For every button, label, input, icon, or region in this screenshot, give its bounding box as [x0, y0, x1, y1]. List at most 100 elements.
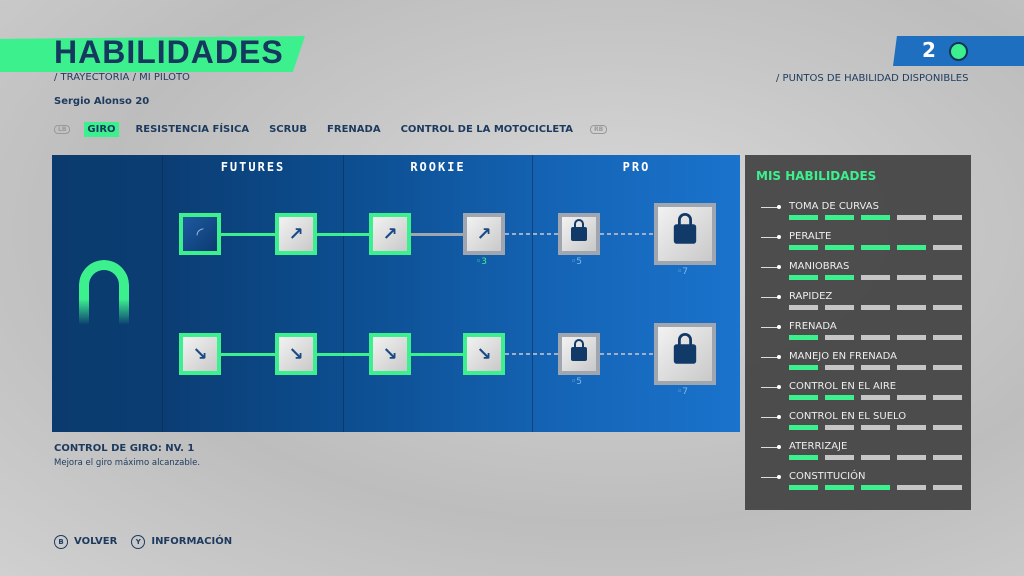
column-rookie: ROOKIE	[343, 155, 532, 432]
stat-level	[789, 485, 962, 490]
skill-node-unlocked[interactable]: ↘	[275, 333, 317, 375]
lock-icon	[673, 212, 697, 244]
footer-controls: B VOLVER Y INFORMACIÓN	[54, 535, 232, 549]
lb-button-icon[interactable]: LB	[54, 125, 71, 134]
pin-icon	[761, 445, 781, 449]
level-segment	[825, 275, 854, 280]
level-segment	[825, 485, 854, 490]
tab-resistencia-fisica[interactable]: RESISTENCIA FÍSICA	[135, 124, 250, 135]
skill-stat: CONTROL EN EL AIRE	[745, 381, 971, 411]
tab-scrub[interactable]: SCRUB	[269, 124, 308, 135]
level-segment	[933, 485, 962, 490]
turn-category-icon	[79, 260, 129, 325]
skill-title: CONTROL DE GIRO: NV. 1	[54, 443, 195, 454]
b-button-icon: B	[54, 535, 68, 549]
stat-label: MANEJO EN FRENADA	[789, 351, 897, 362]
tab-control-motocicleta[interactable]: CONTROL DE LA MOTOCICLETA	[400, 124, 574, 135]
column-pro: PRO	[532, 155, 740, 432]
level-segment	[789, 455, 818, 460]
level-segment	[825, 455, 854, 460]
level-segment	[789, 335, 818, 340]
level-segment	[897, 455, 926, 460]
node-connector	[317, 233, 369, 236]
skill-node-selected[interactable]: ◜	[179, 213, 221, 255]
arrow-down-icon: ↘	[476, 343, 492, 365]
stat-level	[789, 395, 962, 400]
stat-level	[789, 455, 962, 460]
breadcrumb: / TRAYECTORIA / MI PILOTO	[54, 72, 190, 83]
pin-icon	[761, 475, 781, 479]
skill-node-locked[interactable]	[654, 203, 716, 265]
arrow-down-icon: ↘	[192, 343, 208, 365]
level-segment	[933, 335, 962, 340]
level-segment	[825, 425, 854, 430]
level-segment	[789, 365, 818, 370]
node-cost: ◦5	[571, 377, 583, 387]
skill-node-unlocked[interactable]: ↘	[369, 333, 411, 375]
pin-icon	[761, 265, 781, 269]
tab-frenada[interactable]: FRENADA	[327, 124, 381, 135]
level-segment	[789, 245, 818, 250]
level-segment	[789, 275, 818, 280]
stat-level	[789, 335, 962, 340]
level-segment	[897, 485, 926, 490]
y-button-icon: Y	[131, 535, 146, 549]
skill-points-label: / PUNTOS DE HABILIDAD DISPONIBLES	[776, 73, 969, 84]
tab-giro[interactable]: GIRO	[84, 122, 119, 137]
skill-node-unlocked[interactable]: ↘	[179, 333, 221, 375]
pin-icon	[761, 355, 781, 359]
node-connector	[221, 233, 275, 236]
info-label: INFORMACIÓN	[151, 536, 233, 547]
stat-label: MANIOBRAS	[789, 261, 850, 272]
helmet-icon	[949, 42, 968, 61]
skill-node-available[interactable]: ↗	[463, 213, 505, 255]
node-cost: ◦7	[677, 267, 689, 277]
level-segment	[897, 335, 926, 340]
level-segment	[825, 365, 854, 370]
level-segment	[933, 305, 962, 310]
back-button[interactable]: B VOLVER	[54, 535, 117, 549]
node-connector	[505, 233, 558, 235]
skill-node-unlocked[interactable]: ↗	[369, 213, 411, 255]
stat-label: TOMA DE CURVAS	[789, 201, 879, 212]
skill-node-locked[interactable]	[654, 323, 716, 385]
node-connector	[411, 233, 463, 236]
level-segment	[897, 305, 926, 310]
skill-node-unlocked[interactable]: ↗	[275, 213, 317, 255]
level-segment	[789, 425, 818, 430]
title-band	[0, 36, 305, 72]
column-header: PRO	[622, 160, 651, 174]
level-segment	[861, 485, 890, 490]
level-segment	[861, 215, 890, 220]
category-tabs: LB GIRO RESISTENCIA FÍSICA SCRUB FRENADA…	[54, 122, 608, 137]
skill-node-locked[interactable]	[558, 213, 600, 255]
level-segment	[861, 395, 890, 400]
level-segment	[861, 335, 890, 340]
stat-label: CONTROL EN EL AIRE	[789, 381, 897, 392]
skill-stat: TOMA DE CURVAS	[745, 201, 971, 231]
level-segment	[897, 365, 926, 370]
info-button[interactable]: Y INFORMACIÓN	[131, 535, 232, 549]
skill-tree: FUTURES ROOKIE PRO ◜↗↗↗◦3◦5◦7↘↘↘↘◦5◦7	[52, 155, 740, 432]
skill-node-locked[interactable]	[558, 333, 600, 375]
level-segment	[897, 275, 926, 280]
node-connector	[600, 233, 654, 235]
skill-stat: CONSTITUCIÓN	[745, 471, 971, 501]
skill-stat: MANIOBRAS	[745, 261, 971, 291]
arrow-up-right-icon: ↗	[476, 223, 492, 245]
skill-points-value: 2	[922, 38, 936, 62]
stat-label: ATERRIZAJE	[789, 441, 848, 452]
pin-icon	[761, 235, 781, 239]
stat-label: CONSTITUCIÓN	[789, 471, 866, 482]
skill-node-unlocked[interactable]: ↘	[463, 333, 505, 375]
skill-description: Mejora el giro máximo alcanzable.	[54, 458, 201, 468]
node-connector	[221, 353, 275, 356]
level-segment	[861, 245, 890, 250]
back-label: VOLVER	[74, 536, 118, 547]
level-segment	[897, 245, 926, 250]
rb-button-icon[interactable]: RB	[590, 125, 608, 134]
node-connector	[505, 353, 558, 355]
level-segment	[933, 245, 962, 250]
stat-level	[789, 275, 962, 280]
